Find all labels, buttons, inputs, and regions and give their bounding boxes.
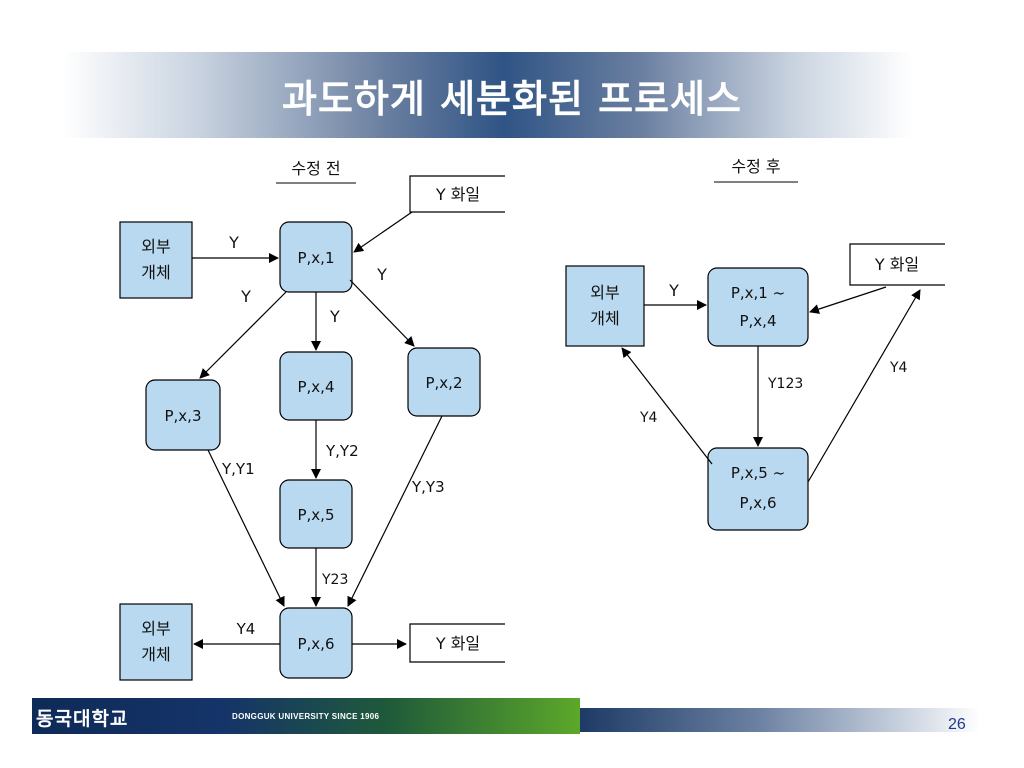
arrow-after-pb-to-file (807, 289, 921, 483)
svg-text:P,x,4: P,x,4 (297, 378, 334, 396)
before-file-bottom: Y 화일 (409, 623, 505, 663)
process-p1: P,x,1 (279, 221, 353, 293)
svg-text:P,x,5: P,x,5 (297, 506, 334, 524)
process-p5-p6: P,x,5 ~ P,x,6 (707, 447, 809, 531)
svg-text:P,x,5 ~: P,x,5 ~ (731, 464, 785, 482)
svg-text:외부: 외부 (141, 619, 170, 638)
page-number: 26 (948, 716, 966, 733)
footer-brand-bar (32, 698, 580, 734)
arrow-p1-to-p3 (199, 291, 287, 379)
svg-text:외부: 외부 (141, 237, 170, 256)
footer-gradient-bar (580, 708, 980, 732)
label-after-ext-to-pa: Y (668, 281, 679, 300)
arrow-p3-to-p6 (207, 449, 285, 607)
label-p1-to-p3: Y (240, 287, 251, 306)
svg-text:P,x,3: P,x,3 (164, 407, 201, 425)
university-subtitle: DONGGUK UNIVERSITY SINCE 1906 (232, 712, 380, 721)
svg-text:P,x,1 ~: P,x,1 ~ (731, 284, 785, 302)
svg-text:P,x,6: P,x,6 (739, 494, 776, 512)
arrow-file-to-p1 (353, 211, 413, 253)
before-external-bottom: 외부 개체 (119, 603, 193, 681)
arrow-after-file-to-pa (809, 286, 887, 314)
process-p4: P,x,4 (279, 351, 353, 421)
before-file-top: Y 화일 (409, 175, 505, 213)
label-after-pb-to-file: Y4 (889, 360, 908, 376)
process-p3: P,x,3 (145, 379, 221, 451)
arrow-after-pb-to-ext (621, 347, 713, 465)
title-bar (62, 52, 912, 138)
label-after-pb-to-ext: Y4 (639, 410, 658, 426)
label-ext-to-p1: Y (228, 233, 239, 252)
process-p6: P,x,6 (279, 607, 353, 679)
arrow-p2-to-p6 (347, 415, 443, 607)
after-file: Y 화일 (849, 243, 945, 286)
label-p5-to-p6: Y23 (321, 572, 348, 588)
label-p6-to-ext: Y4 (236, 620, 256, 638)
svg-text:P,x,2: P,x,2 (425, 374, 462, 392)
process-p5: P,x,5 (279, 479, 353, 549)
svg-text:P,x,6: P,x,6 (297, 635, 334, 653)
svg-text:개체: 개체 (590, 309, 619, 328)
university-logo: 동국대학교 (36, 708, 129, 730)
label-p3-to-p6: Y,Y1 (221, 460, 255, 478)
label-p4-to-p5: Y,Y2 (325, 442, 359, 460)
after-file-label: Y 화일 (874, 255, 919, 274)
svg-text:개체: 개체 (141, 263, 170, 282)
label-p2-to-p6: Y,Y3 (411, 478, 445, 496)
after-caption: 수정 후 (731, 157, 780, 176)
before-external-top: 외부 개체 (119, 221, 193, 299)
label-after-pa-to-pb: Y123 (767, 376, 803, 392)
svg-text:개체: 개체 (141, 645, 170, 664)
svg-text:P,x,1: P,x,1 (297, 249, 334, 267)
before-caption: 수정 전 (291, 159, 340, 178)
before-file-top-label: Y 화일 (435, 185, 480, 204)
svg-text:P,x,4: P,x,4 (739, 312, 776, 330)
slide-title: 과도하게 세분화된 프로세스 (282, 76, 742, 121)
before-file-bottom-label: Y 화일 (435, 634, 480, 653)
svg-text:외부: 외부 (590, 283, 619, 302)
label-p1-to-p4: Y (329, 307, 340, 326)
process-p2: P,x,2 (407, 347, 481, 417)
arrow-p1-to-p2 (349, 279, 415, 347)
after-external: 외부 개체 (565, 265, 645, 347)
process-p1-p4: P,x,1 ~ P,x,4 (707, 267, 809, 347)
label-p1-to-p2: Y (376, 265, 387, 284)
